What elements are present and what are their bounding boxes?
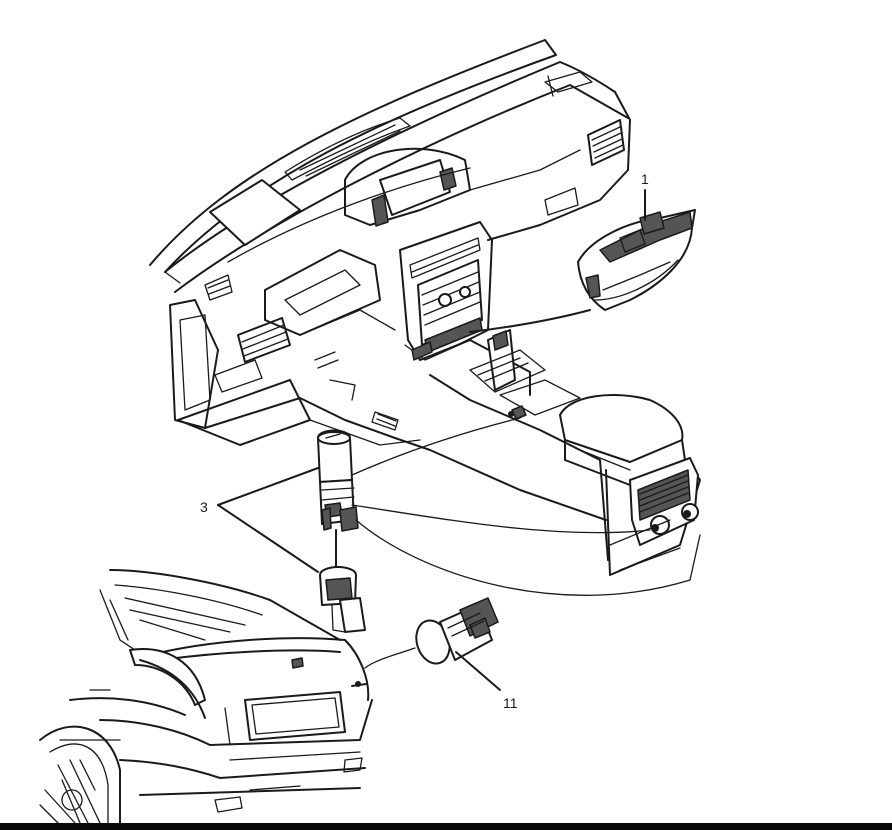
callout-11-label: 11 bbox=[503, 695, 518, 711]
callout-1-label: 1 bbox=[641, 171, 649, 187]
part-1-control-module bbox=[469, 189, 696, 333]
bottom-border-bar bbox=[0, 823, 892, 830]
instrument-panel bbox=[149, 39, 631, 446]
callout-3-label: 3 bbox=[200, 499, 208, 515]
center-console bbox=[394, 329, 701, 576]
part-3-power-outlet bbox=[217, 417, 701, 633]
part-11-rear-power-outlet bbox=[364, 597, 501, 691]
vehicle-rear bbox=[39, 569, 373, 824]
